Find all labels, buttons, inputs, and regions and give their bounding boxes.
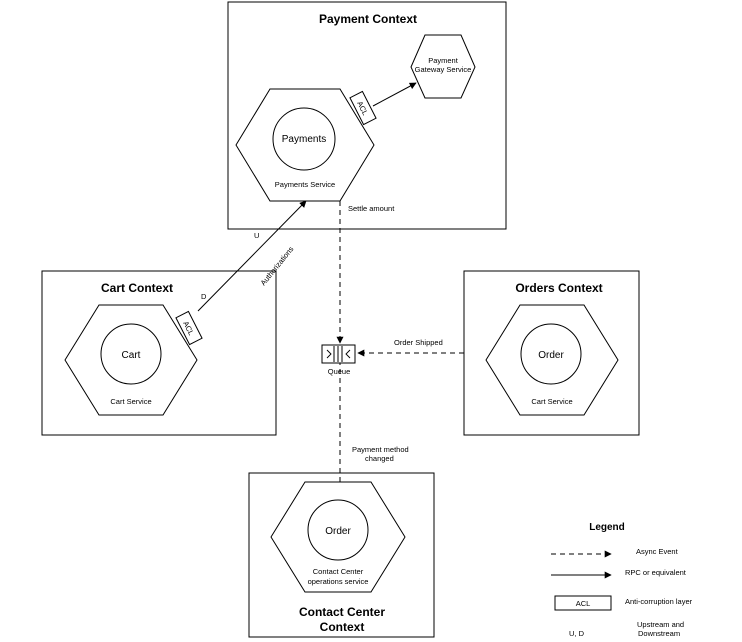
legend-ud-marker: U, D	[569, 629, 585, 638]
downstream-marker: D	[201, 292, 207, 301]
queue-left-chevron-icon	[326, 349, 332, 359]
order-shipped-label: Order Shipped	[394, 338, 443, 347]
legend-ud-desc-line1: Upstream and	[637, 620, 684, 629]
cart-acl: ACL	[175, 310, 203, 346]
cart-core-label: Cart	[122, 350, 141, 361]
legend-title: Legend	[589, 522, 625, 533]
authorizations-label: Authorizations	[259, 244, 296, 287]
settle-amount-label: Settle amount	[348, 204, 395, 213]
contact-center-title-line2: Context	[320, 620, 365, 634]
orders-core-circle	[520, 323, 582, 385]
cart-acl-box	[175, 310, 203, 346]
legend-async-label: Async Event	[636, 547, 679, 556]
payments-core-circle	[272, 107, 336, 171]
queue-right-chevron-icon	[345, 349, 351, 359]
payments-acl-box	[349, 90, 377, 126]
contact-center-core-circle	[307, 499, 369, 561]
payments-core-label: Payments	[282, 134, 326, 145]
orders-context-title: Orders Context	[515, 281, 602, 295]
contact-center-title-line1: Contact Center	[299, 605, 385, 619]
contact-center-service-label-line1: Contact Center	[313, 567, 364, 576]
orders-service-label: Cart Service	[531, 397, 572, 406]
payment-method-changed-label-line1: Payment method	[352, 445, 409, 454]
payment-gateway-label-line2: Gateway Service	[415, 65, 472, 74]
cart-context-title: Cart Context	[101, 281, 173, 295]
orders-core-label: Order	[538, 350, 564, 361]
payment-gateway-label-line1: Payment	[428, 56, 459, 65]
payment-context: Payment Context Payments Payments Servic…	[227, 1, 507, 230]
payments-acl: ACL	[349, 90, 377, 126]
queue: Queue	[321, 344, 356, 376]
contact-center-service-label-line2: operations service	[308, 577, 369, 586]
payment-gateway-hexagon	[410, 34, 476, 99]
cart-core-circle	[100, 323, 162, 385]
payments-service-label: Payments Service	[275, 180, 335, 189]
payment-context-title: Payment Context	[319, 12, 417, 26]
cart-service-label: Cart Service	[110, 397, 151, 406]
queue-label: Queue	[328, 367, 351, 376]
legend-acl-desc: Anti-corruption layer	[625, 597, 693, 606]
contact-center-context: Order Contact Center operations service …	[248, 472, 435, 638]
legend-acl-box-label: ACL	[576, 599, 591, 608]
cart-context: Cart Context Cart Cart Service ACL	[41, 270, 277, 436]
orders-context: Orders Context Order Cart Service	[463, 270, 640, 436]
legend-rpc-label: RPC or equivalent	[625, 568, 687, 577]
legend-ud-desc-line2: Downstream	[638, 629, 680, 638]
legend-acl-box	[554, 595, 612, 611]
contact-center-core-label: Order	[325, 526, 351, 537]
payment-method-changed-label-line2: changed	[365, 454, 394, 463]
upstream-marker: U	[254, 231, 259, 240]
legend: Legend Async Event RPC or equivalent ACL…	[551, 522, 693, 638]
authorizations-rpc-arrow	[197, 200, 307, 312]
acl-to-gateway-rpc-arrow	[372, 82, 417, 107]
